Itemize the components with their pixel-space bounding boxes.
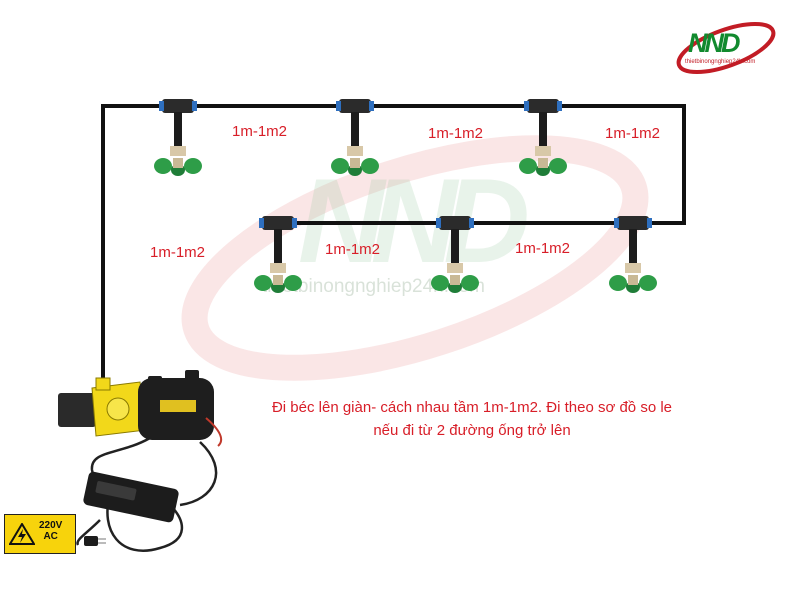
plug [84, 536, 106, 546]
tee-connector [339, 99, 371, 113]
tee-connector [527, 99, 559, 113]
tee-connector [162, 99, 194, 113]
tee-collet [557, 101, 562, 111]
power-adapter [83, 471, 179, 523]
main-pipe [101, 104, 686, 380]
spacing-label-top-3: 1m-1m2 [605, 125, 661, 142]
nozzle-cross [173, 158, 183, 168]
nozzle-head [461, 275, 479, 291]
nozzle-cross [538, 158, 548, 168]
mister-nozzle-assembly [331, 99, 379, 176]
mister-nozzle-assembly [154, 99, 202, 176]
pump-body [58, 370, 223, 447]
nozzle-head [361, 158, 379, 174]
drop-tube [629, 229, 637, 265]
nozzle-hub [447, 263, 463, 273]
tee-collet [647, 218, 652, 228]
mister-nozzle-assembly [519, 99, 567, 176]
mister-nozzle-assembly [254, 216, 302, 293]
watermark-swoosh [181, 135, 649, 381]
nozzle-cross [273, 275, 283, 285]
nozzle-hub [535, 146, 551, 156]
drop-tube [539, 112, 547, 148]
logo-mark: NND [688, 28, 740, 58]
drop-tube [451, 229, 459, 265]
nozzle-head [154, 158, 172, 174]
mister-nozzle-assembly [609, 216, 657, 293]
nozzle-head [254, 275, 272, 291]
tee-connector [262, 216, 294, 230]
tee-collet [292, 218, 297, 228]
nozzle-head [184, 158, 202, 174]
nozzle-cross [628, 275, 638, 285]
tee-collet [369, 101, 374, 111]
tee-collet [469, 218, 474, 228]
nozzle-cross [450, 275, 460, 285]
nozzle-cross [350, 158, 360, 168]
tee-connector [439, 216, 471, 230]
spacing-label-bottom-2: 1m-1m2 [325, 241, 381, 258]
instruction-text: Đi béc lên giàn- cách nhau tầm 1m-1m2. Đ… [271, 399, 673, 439]
nozzle-head [609, 275, 627, 291]
spacing-label-bottom-1: 1m-1m2 [150, 244, 206, 261]
nozzle-head [549, 158, 567, 174]
voltage-line2: AC [43, 531, 58, 542]
drop-tube [174, 112, 182, 148]
mister-nozzle-assembly [431, 216, 479, 293]
tee-collet [336, 101, 341, 111]
lightning-triangle-icon [9, 523, 35, 545]
voltage-warning-sign: 220V AC [4, 514, 76, 554]
nozzle-head [284, 275, 302, 291]
tee-collet [614, 218, 619, 228]
watermark-url: thietbinongnghiep24h.com [262, 276, 485, 297]
nozzle-hub [625, 263, 641, 273]
nozzle-hub [270, 263, 286, 273]
voltage-line1: 220V [39, 520, 63, 531]
logo-url: thietbinongnghiep24h.com [685, 59, 756, 65]
drop-tube [274, 229, 282, 265]
tee-connector [617, 216, 649, 230]
spacing-label-top-2: 1m-1m2 [428, 125, 484, 142]
voltage-text: 220V AC [39, 520, 62, 542]
nozzle-head [431, 275, 449, 291]
tee-collet [159, 101, 164, 111]
spacing-label-bottom-3: 1m-1m2 [515, 240, 571, 257]
nozzle-head [519, 158, 537, 174]
nozzle-hub [347, 146, 363, 156]
nozzle-hub [170, 146, 186, 156]
tee-collet [436, 218, 441, 228]
tee-collet [192, 101, 197, 111]
tee-collet [524, 101, 529, 111]
nozzle-head [331, 158, 349, 174]
spacing-label-top-1: 1m-1m2 [232, 123, 288, 140]
drop-tube [351, 112, 359, 148]
tee-collet [259, 218, 264, 228]
nozzle-head [639, 275, 657, 291]
